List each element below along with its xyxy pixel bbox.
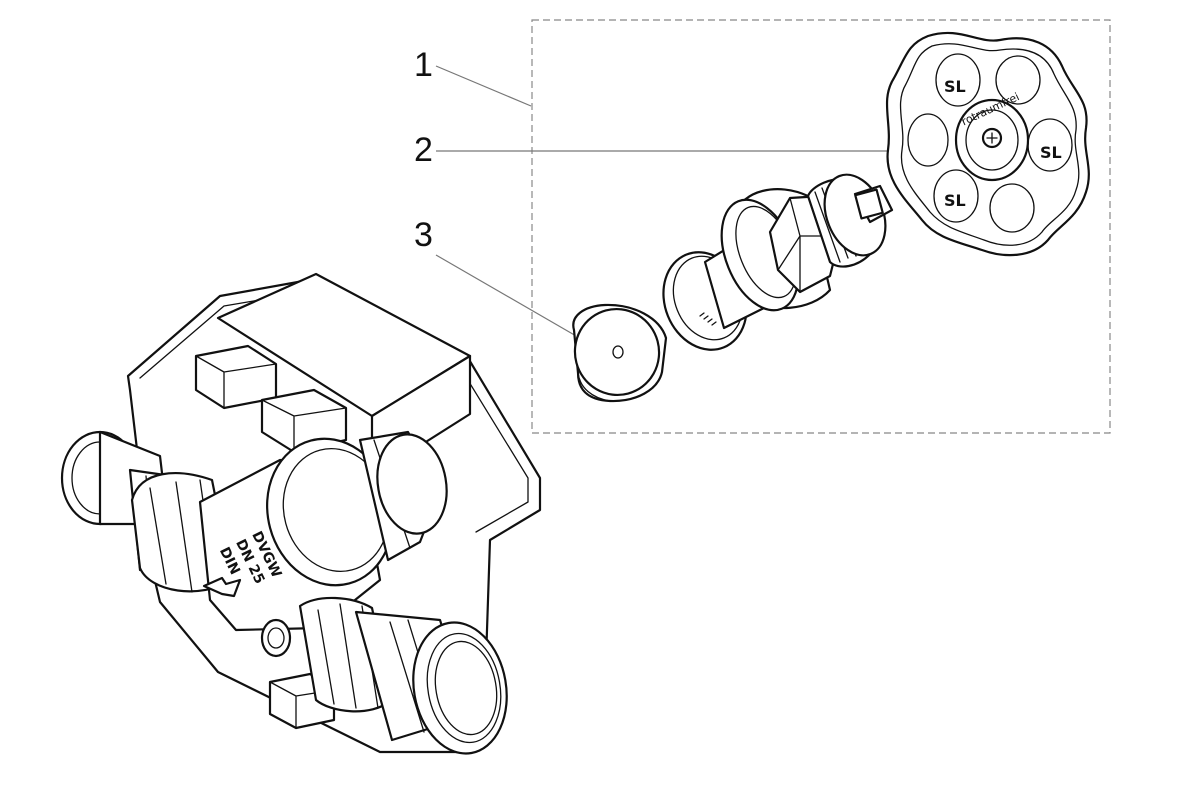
spindle-icon — [662, 173, 894, 351]
handwheel-icon: SL SL SL rotraumfrei — [885, 31, 1090, 257]
seal-disc-icon — [572, 303, 668, 403]
valve-body-icon: DVGW DN 25 DIN — [60, 272, 542, 755]
callout-2: 2 — [414, 131, 433, 169]
callout-3: 3 — [414, 216, 433, 254]
item-1-group-frame — [531, 19, 1111, 434]
handwheel-logo: SL — [944, 77, 966, 96]
flow-arrow-icon — [202, 576, 242, 598]
handwheel-logo-2: SL — [1040, 143, 1062, 162]
handwheel-logo-3: SL — [944, 191, 966, 210]
leader-lines — [435, 65, 894, 345]
callout-1: 1 — [414, 46, 433, 84]
